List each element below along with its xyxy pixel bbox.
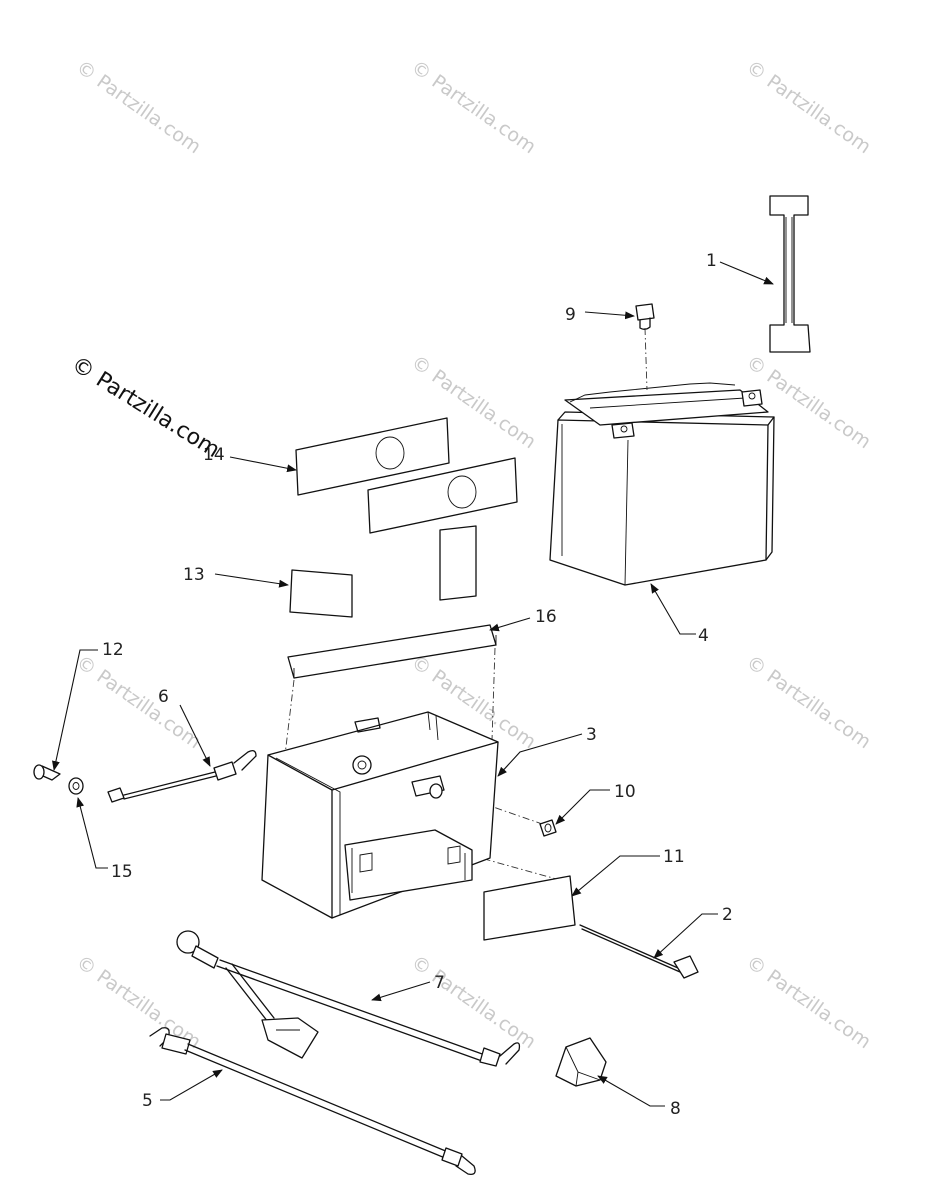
callout-16: 16 [535,607,557,627]
callout-11: 11 [663,847,685,867]
part-5-cable[interactable] [149,1027,476,1175]
callout-6: 6 [158,687,169,707]
callout-labels: 1 9 14 13 16 4 12 6 3 10 11 15 2 7 5 8 [102,251,733,1119]
part-15-washer[interactable] [68,777,84,795]
callout-1: 1 [706,251,717,271]
part-13-pad[interactable] [289,569,353,618]
callout-4: 4 [698,626,709,646]
callout-7: 7 [434,973,445,993]
callout-15: 15 [111,862,133,882]
watermark-text: © Partzilla.com [407,56,540,158]
part-8-terminal-cover[interactable] [555,1037,607,1087]
part-10-screw[interactable] [539,819,557,837]
part-11-pad[interactable] [483,875,576,941]
pad-vertical[interactable] [439,525,477,601]
watermark-text: © Partzilla.com [72,56,205,158]
part-3-battery-box[interactable] [261,711,499,919]
callout-12: 12 [102,640,124,660]
watermark-text: © Partzilla.com [72,651,205,753]
part-9-bolt[interactable] [635,303,655,330]
callout-3: 3 [586,725,597,745]
callout-14: 14 [203,445,225,465]
watermark-text: © Partzilla.com [742,651,875,753]
leader-lines [52,261,774,1107]
part-6-cable[interactable] [107,750,257,803]
callout-13: 13 [183,565,205,585]
part-2-cable-tie[interactable] [579,924,699,979]
watermark-prominent: © Partzilla.com [67,352,224,463]
watermark-text: © Partzilla.com [742,951,875,1053]
part-12-bolt[interactable] [33,764,61,781]
callout-10: 10 [614,782,636,802]
callout-2: 2 [722,905,733,925]
watermark-text: © Partzilla.com [742,56,875,158]
part-4-battery[interactable] [549,382,775,586]
part-16-plate[interactable] [287,624,497,679]
part-1-battery-strap[interactable] [769,195,811,353]
part-14-pad[interactable] [295,417,518,534]
watermark-text: © Partzilla.com [407,951,540,1053]
part-7-cable[interactable] [176,930,521,1067]
callout-5: 5 [142,1091,153,1111]
callout-8: 8 [670,1099,681,1119]
watermark-text: © Partzilla.com [72,951,205,1053]
callout-9: 9 [565,305,576,325]
